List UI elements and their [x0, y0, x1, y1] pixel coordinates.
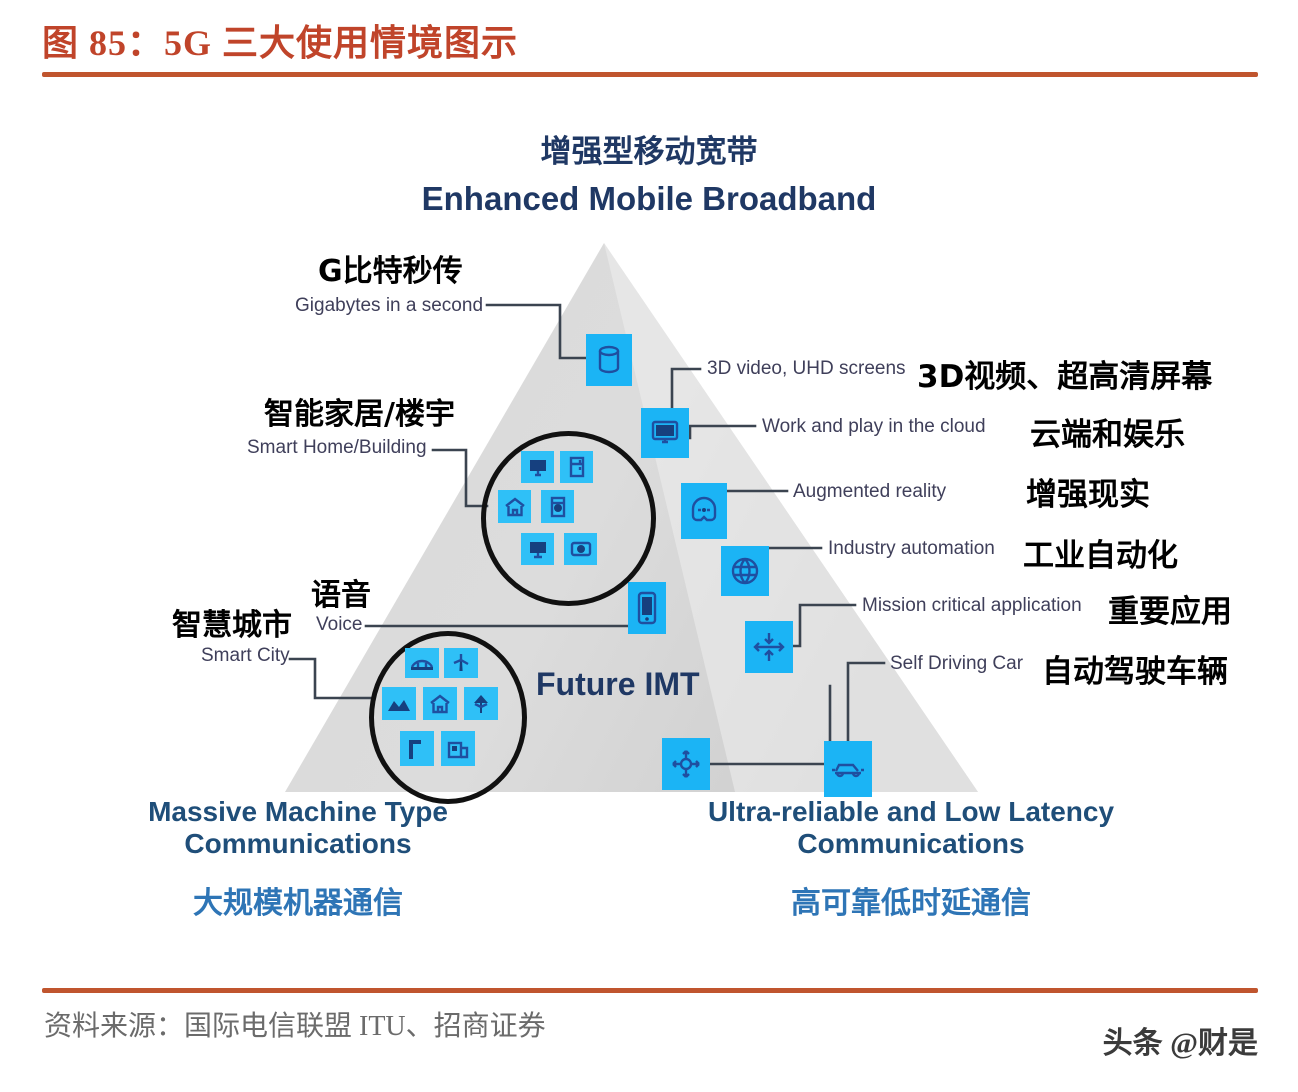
callout-smart-home-cn: 智能家居/楼宇: [264, 397, 455, 432]
urllc-line1: Ultra-reliable and Low Latency: [707, 796, 1115, 827]
callout-smart-city-cn: 智慧城市: [172, 608, 292, 643]
callout-smart-city-en: Smart City: [201, 645, 290, 666]
callout-gigabytes-cn: G比特秒传: [318, 254, 463, 289]
title-divider: [42, 72, 1258, 77]
factory-icon: [382, 687, 416, 720]
house-icon: [423, 687, 457, 720]
mmtc-label-cn: 大规模机器通信: [193, 887, 403, 920]
camera-icon: [564, 533, 597, 565]
callout-industry-cn: 工业自动化: [1023, 538, 1178, 574]
washing-machine-icon: [541, 490, 574, 523]
callout-industry-en: Industry automation: [828, 538, 995, 559]
tree-icon: [464, 687, 498, 720]
callout-ar-en: Augmented reality: [793, 481, 947, 502]
smart-home-circle: [481, 431, 656, 606]
urllc-label-en: Ultra-reliable and Low Latency Communica…: [676, 796, 1146, 861]
wind-turbine-icon: [444, 648, 478, 678]
callout-ar-cn: 增强现实: [1026, 477, 1150, 513]
smartphone-icon: [628, 582, 666, 634]
globe-gear-icon: [721, 546, 769, 596]
callout-3d-video-en: 3D video, UHD screens: [707, 358, 906, 379]
network-node-icon: [662, 738, 710, 790]
mmtc-line1: Massive Machine Type: [148, 796, 448, 827]
car-icon: [824, 741, 872, 797]
smart-city-circle: [369, 631, 527, 804]
embb-heading-cn: 增强型移动宽带: [540, 134, 758, 169]
tv-icon: [521, 533, 554, 565]
pipes-icon: [400, 731, 434, 766]
callout-cloud-en: Work and play in the cloud: [762, 416, 986, 437]
callout-self-driving-en: Self Driving Car: [890, 653, 1024, 674]
diagram-canvas: 增强型移动宽带 Enhanced Mobile Broadband G比特秒传 …: [0, 86, 1298, 984]
callout-voice-cn: 语音: [311, 578, 371, 613]
database-icon: [586, 334, 632, 386]
bridge-icon: [405, 648, 439, 678]
urllc-line2: Communications: [797, 828, 1025, 860]
latency-arrows-icon: [745, 621, 793, 673]
source-note: 资料来源：国际电信联盟 ITU、招商证券: [44, 1011, 546, 1042]
building-icon: [441, 731, 475, 766]
house-icon: [498, 490, 531, 523]
callout-cloud-cn: 云端和娱乐: [1030, 417, 1185, 453]
urllc-label-cn: 高可靠低时延通信: [791, 887, 1031, 920]
watermark: 头条 @财是: [1102, 1027, 1258, 1060]
vr-headset-icon: [681, 483, 727, 539]
callout-mission-cn: 重要应用: [1108, 594, 1232, 630]
callout-gigabytes-en: Gigabytes in a second: [295, 295, 484, 316]
callout-voice-en: Voice: [316, 614, 363, 635]
footer-divider: [42, 988, 1258, 993]
monitor-icon: [521, 451, 554, 483]
page-title: 图 85：5G 三大使用情境图示: [42, 23, 519, 63]
embb-heading-en: Enhanced Mobile Broadband: [421, 180, 877, 217]
mmtc-line2: Communications: [184, 828, 412, 860]
callout-3d-video-cn: 3D视频、超高清屏幕: [917, 359, 1213, 395]
callout-mission-en: Mission critical application: [862, 595, 1082, 616]
monitor-icon: [641, 408, 689, 458]
mmtc-label-en: Massive Machine Type Communications: [78, 796, 518, 861]
refrigerator-icon: [560, 451, 593, 483]
future-imt-label: Future IMT: [536, 666, 700, 702]
callout-self-driving-cn: 自动驾驶车辆: [1042, 654, 1228, 690]
pyramid-right-face-shade: [604, 243, 978, 792]
callout-smart-home-en: Smart Home/Building: [247, 437, 427, 458]
